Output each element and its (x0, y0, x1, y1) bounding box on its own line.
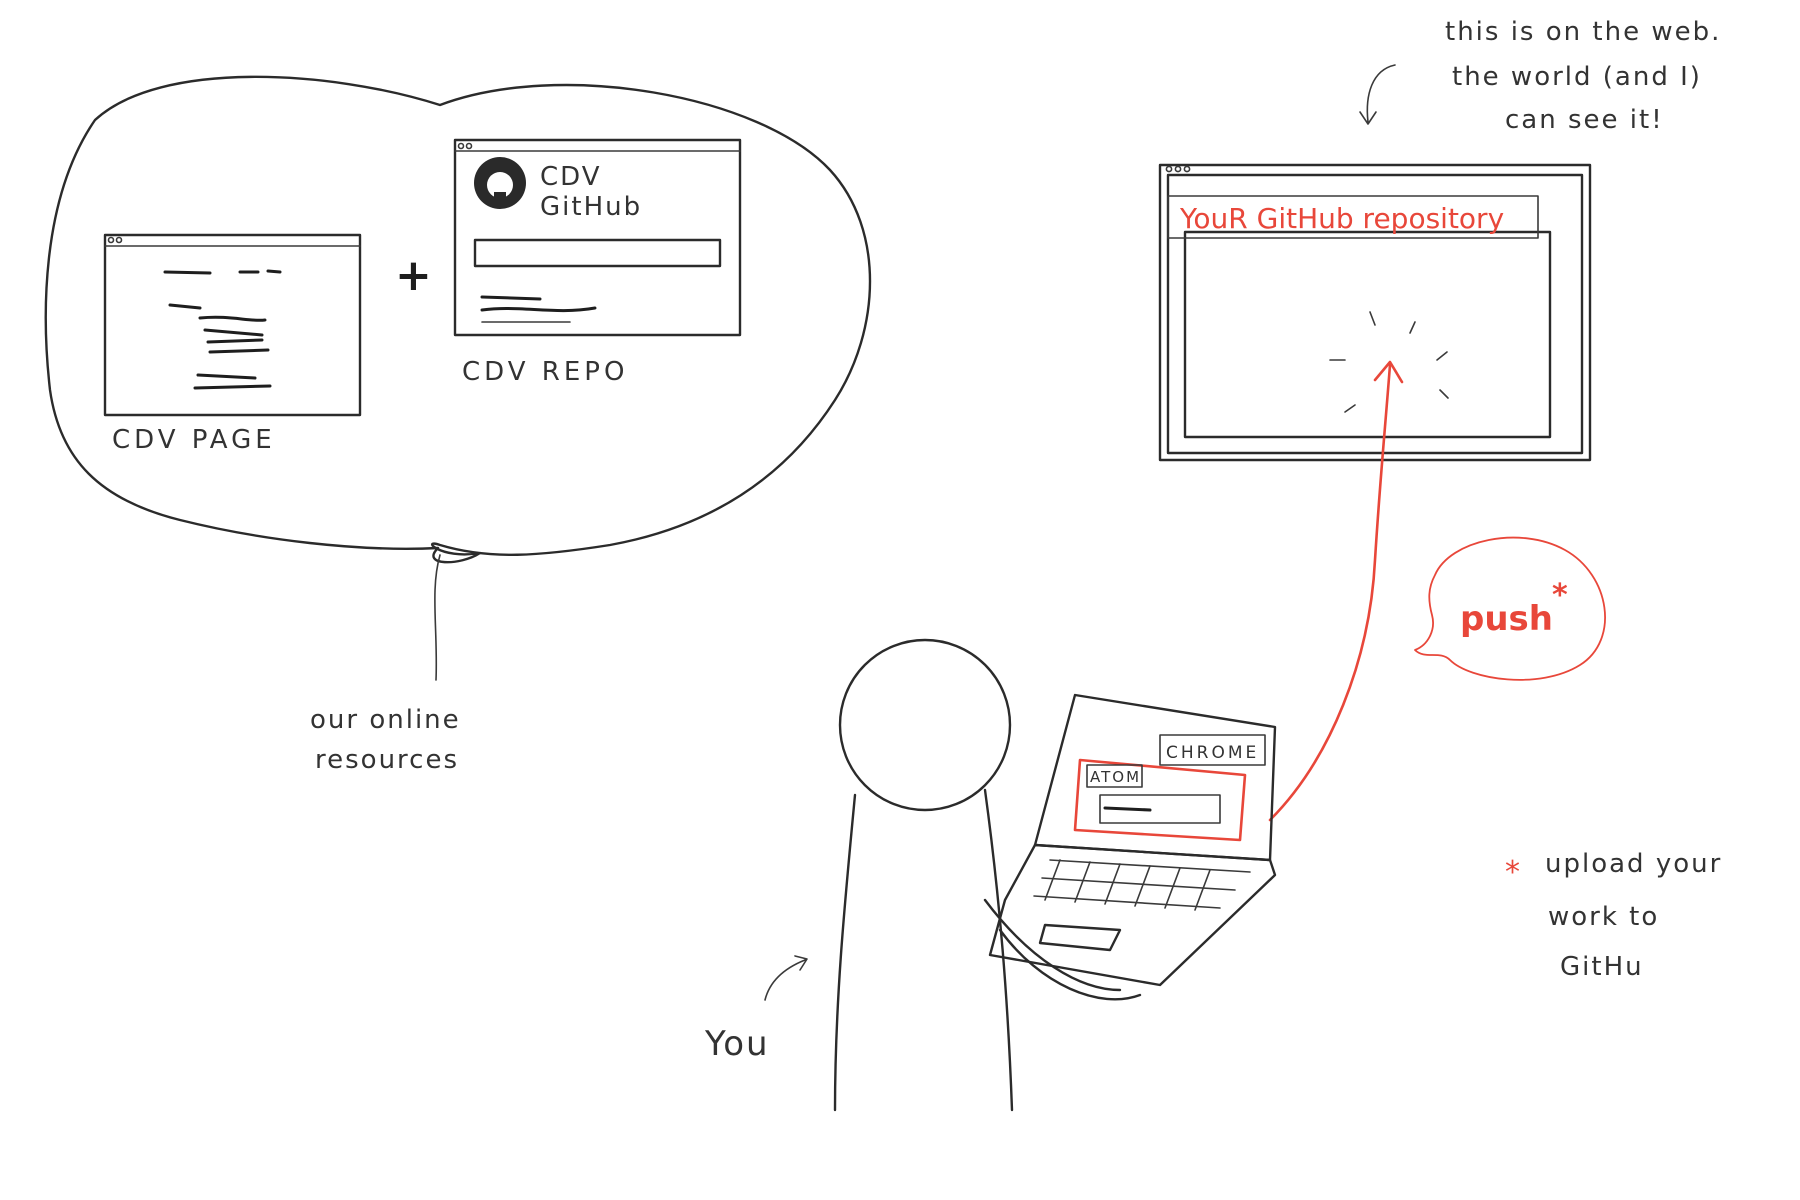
cdv-page-label: CDV PAGE (112, 425, 276, 455)
push-flow: push * (1268, 360, 1606, 822)
push-arrow (1268, 363, 1392, 822)
push-speech-bubble (1414, 536, 1606, 681)
repo-title-line2: GitHub (540, 192, 642, 222)
cdv-page-content-scribbles (163, 269, 282, 390)
laptop-keyboard-keys (1033, 859, 1251, 911)
window-dot-icon (1165, 165, 1173, 173)
cdv-page-frame (103, 233, 362, 417)
person-body-left (833, 793, 857, 1112)
footnote: * upload your work to GitHu (1505, 849, 1722, 982)
thought-bubble: CDV PAGE + CDV GitHub CDV REPO our o (44, 75, 872, 775)
push-arrow-head (1373, 360, 1404, 384)
person-body-right (983, 788, 1014, 1112)
chrome-label: CHROME (1166, 743, 1259, 763)
online-resources-caption-line1: our online (310, 705, 461, 735)
web-note-line1: this is on the web. (1445, 17, 1721, 47)
person-arm (983, 898, 1142, 1001)
person-head (838, 638, 1012, 812)
push-label: push (1460, 599, 1553, 639)
repo-browser-window: YouR GitHub repository (1158, 163, 1592, 462)
web-note: this is on the web. the world (and I) ca… (1359, 17, 1721, 135)
cdv-repo-window: CDV GitHub (453, 138, 742, 337)
cdv-repo-label: CDV REPO (462, 357, 628, 387)
atom-label: ATOM (1090, 768, 1141, 786)
cdv-page-window (103, 233, 362, 417)
repo-browser-frame (1158, 163, 1592, 462)
github-octocat-icon (474, 157, 526, 209)
window-dot-icon (457, 142, 465, 150)
atom-editor-panel (1099, 794, 1221, 824)
you-label: You (704, 1024, 770, 1064)
repo-browser-inner-frame (1166, 173, 1584, 455)
footnote-asterisk: * (1505, 855, 1520, 890)
window-dot-icon (115, 236, 123, 244)
repo-browser-tab (1167, 195, 1539, 239)
repo-browser-title: YouR GitHub repository (1179, 202, 1504, 235)
footnote-line1: upload your (1545, 849, 1722, 879)
online-resources-caption-line2: resources (315, 745, 459, 775)
footnote-line3: GitHu (1560, 952, 1644, 982)
window-dot-icon (1183, 165, 1191, 173)
atom-window (1073, 758, 1247, 842)
web-note-arrow (1359, 64, 1396, 125)
web-note-line3: can see it! (1505, 105, 1664, 135)
laptop-trackpad (1038, 923, 1122, 952)
bubble-tail (434, 554, 441, 681)
person-figure (833, 638, 1142, 1112)
thought-bubble-outline (44, 75, 872, 564)
cdv-repo-frame (453, 138, 742, 337)
window-dot-icon (107, 236, 115, 244)
laptop-keyboard-deck (988, 843, 1277, 987)
repo-search-bar (473, 238, 722, 268)
web-note-line2: the world (and I) (1452, 62, 1702, 92)
repo-browser-content-area (1183, 230, 1552, 439)
push-asterisk: * (1552, 578, 1568, 613)
plus-sign: + (395, 250, 432, 301)
window-dot-icon (1174, 165, 1182, 173)
you-arrow (764, 955, 808, 1001)
atom-tab (1086, 764, 1143, 788)
sparkle-burst-icon (1329, 311, 1449, 413)
footnote-line2: work to (1548, 902, 1659, 932)
repo-content-scribbles (480, 295, 597, 323)
window-dot-icon (465, 142, 473, 150)
chrome-window (1159, 734, 1266, 766)
laptop: CHROME ATOM (988, 693, 1277, 987)
repo-title-line1: CDV (540, 162, 602, 192)
atom-code-scribble (1103, 806, 1152, 812)
